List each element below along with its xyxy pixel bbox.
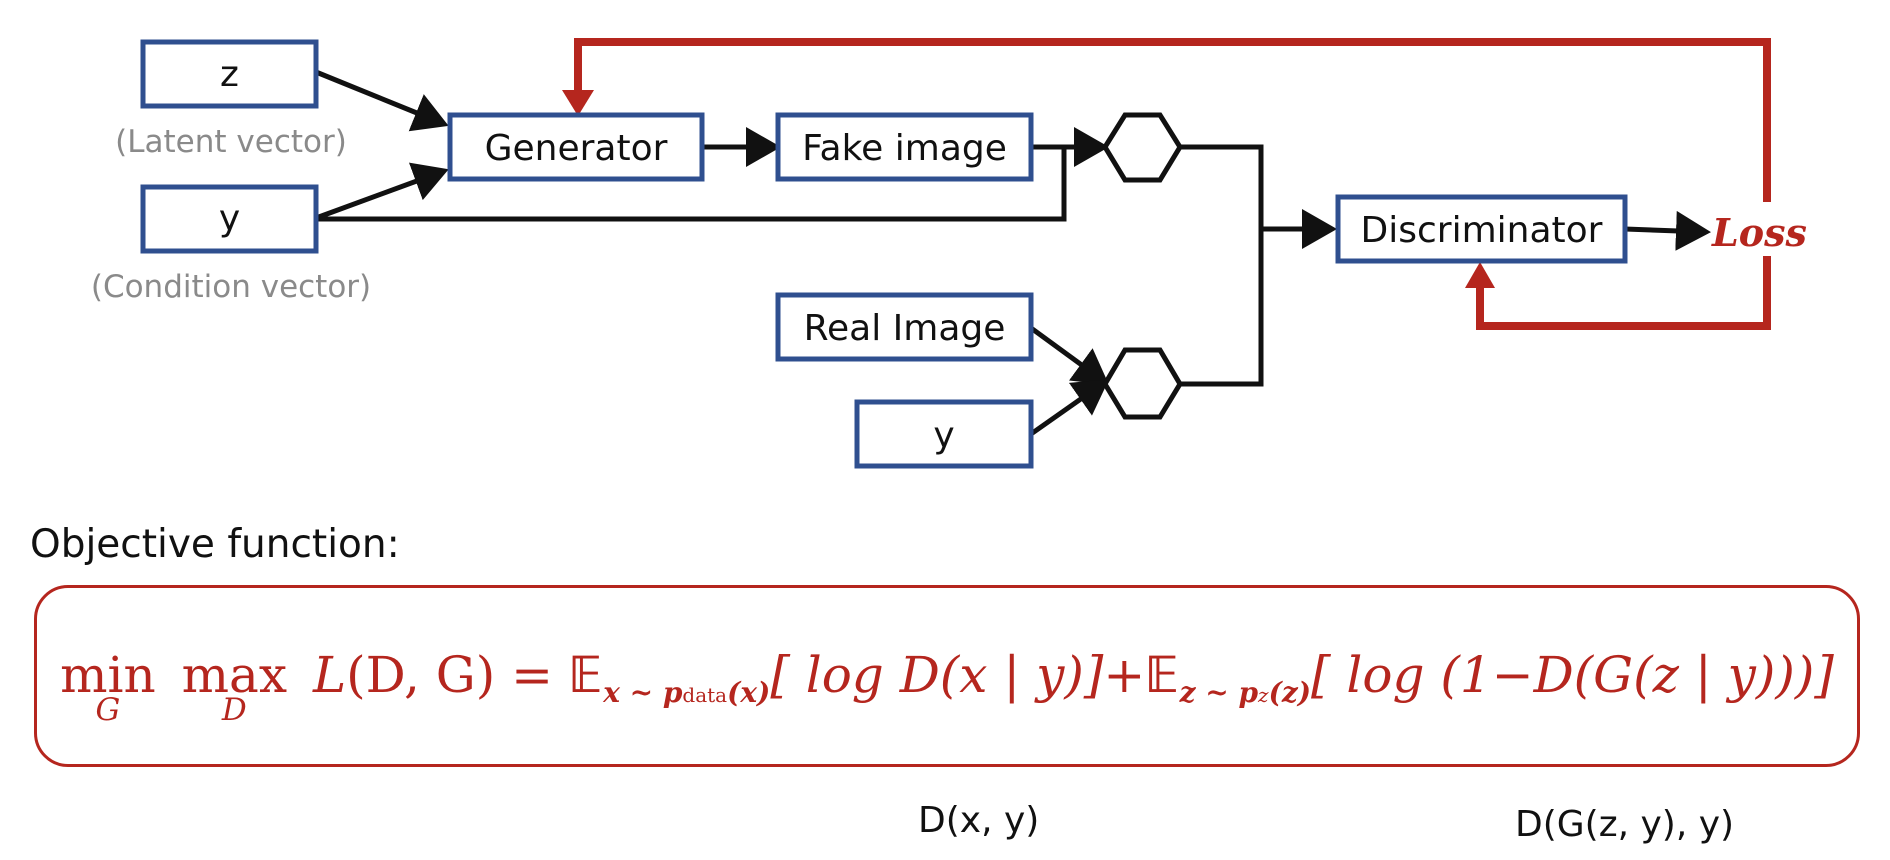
formula-min-subscript: G — [95, 692, 121, 728]
formula-max: max D — [181, 646, 288, 728]
line-hex-bottom-to-merge — [1180, 230, 1264, 387]
line-hex-top-to-merge — [1180, 144, 1264, 230]
objective-formula: min G max D L(D, G) = 𝔼x ~ pdata(x)[ log… — [37, 646, 1857, 728]
box-real-image — [775, 292, 1034, 362]
e1-sub-main: x ~ p — [603, 676, 683, 709]
formula-L: L — [312, 646, 347, 704]
box-generator — [447, 112, 705, 182]
feedback-loops — [562, 38, 1771, 330]
caption-latent-vector: (Latent vector) — [115, 124, 347, 160]
formula-expectation-2-sub: z ~ pz(z) — [1180, 676, 1311, 709]
e1-sub-tail: (x) — [727, 676, 771, 709]
feedback-discriminator-arrowhead — [1465, 262, 1495, 288]
annotation-real-term: D(x, y) — [918, 800, 1040, 841]
caption-condition-vector: (Condition vector) — [91, 269, 371, 305]
feedback-loss-to-discriminator — [1476, 256, 1771, 330]
arrow-y2-to-hex — [1029, 379, 1110, 437]
arrow-z-to-generator — [315, 69, 449, 132]
formula-max-subscript: D — [221, 692, 247, 728]
formula-expectation-2: 𝔼 — [1145, 646, 1180, 704]
label-y-real: y — [933, 415, 954, 456]
arrow-discriminator-to-loss — [1624, 210, 1711, 251]
feedback-generator-arrowhead — [562, 90, 594, 116]
e1-sub-data: data — [682, 683, 728, 707]
formula-term-2: [ log (1−D(G(z | y)))] — [1310, 646, 1834, 704]
formula-expectation-1: 𝔼 — [568, 646, 604, 704]
line-y-to-hex — [316, 147, 1067, 222]
formula-expectation-1-sub: x ~ pdata(x) — [603, 676, 770, 709]
objective-formula-box: min G max D L(D, G) = 𝔼x ~ pdata(x)[ log… — [34, 585, 1860, 767]
formula-term-1: [ log D(x | y)] — [770, 646, 1104, 704]
e2-sub-z: z — [1258, 683, 1269, 707]
label-real-image: Real Image — [804, 308, 1006, 349]
cgan-diagram: z (Latent vector) y (Condition vector) G… — [91, 38, 1807, 469]
box-fake-image — [775, 112, 1034, 182]
annotation-fake-term: D(G(z, y), y) — [1515, 804, 1735, 845]
arrow-y-to-generator — [315, 162, 449, 221]
boxes — [140, 39, 1628, 469]
feedback-loss-to-generator — [574, 38, 1771, 202]
formula-plus: + — [1103, 646, 1146, 704]
label-generator: Generator — [485, 128, 668, 169]
objective-function-label: Objective function: — [30, 522, 400, 567]
box-z — [140, 39, 319, 109]
arrow-real-to-hex — [1029, 325, 1110, 385]
label-loss: Loss — [1711, 210, 1807, 255]
label-y-condition: y — [219, 198, 240, 239]
label-discriminator: Discriminator — [1361, 210, 1603, 251]
box-y-real — [854, 399, 1034, 469]
label-fake-image: Fake image — [802, 128, 1007, 169]
concat-hexagon-top — [1102, 112, 1183, 183]
connectors — [315, 69, 1711, 437]
label-z: z — [220, 54, 239, 95]
box-discriminator — [1335, 194, 1628, 264]
formula-min: min G — [60, 646, 156, 728]
formula-max-word: max — [181, 646, 288, 704]
concat-hexagon-bottom — [1102, 347, 1183, 420]
formula-args: (D, G) = — [346, 646, 553, 704]
e2-sub-main: z ~ p — [1179, 676, 1259, 709]
box-y-condition — [140, 184, 319, 254]
e2-sub-tail: (z) — [1268, 676, 1311, 709]
formula-min-word: min — [60, 646, 156, 704]
